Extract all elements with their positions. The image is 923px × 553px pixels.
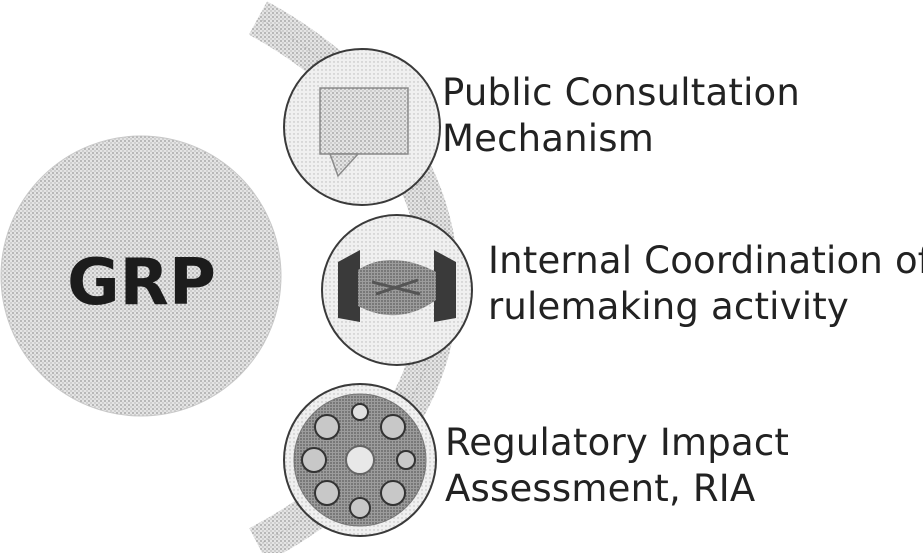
- internal-coordination-line-2: rulemaking activity: [488, 285, 850, 328]
- node-public-consultation: [283, 48, 441, 206]
- grp-label: GRP: [67, 246, 216, 320]
- public-consultation-label: Public Consultation Mechanism: [442, 70, 800, 162]
- public-consultation-line-2: Mechanism: [442, 117, 655, 160]
- internal-coordination-label: Internal Coordination of rulemaking acti…: [488, 238, 923, 330]
- speech-bubble-icon: [319, 87, 409, 178]
- regulatory-impact-line-2: Assessment, RIA: [445, 467, 756, 510]
- node-regulatory-impact: [283, 383, 437, 537]
- internal-coordination-line-1: Internal Coordination of: [488, 239, 923, 282]
- gear-circle-icon: [293, 393, 427, 527]
- public-consultation-line-1: Public Consultation: [442, 71, 801, 114]
- node-internal-coordination: [321, 214, 473, 366]
- regulatory-impact-label: Regulatory Impact Assessment, RIA: [445, 420, 789, 512]
- grp-circle: [0, 135, 282, 417]
- regulatory-impact-line-1: Regulatory Impact: [445, 421, 790, 464]
- handshake-icon: [338, 250, 456, 322]
